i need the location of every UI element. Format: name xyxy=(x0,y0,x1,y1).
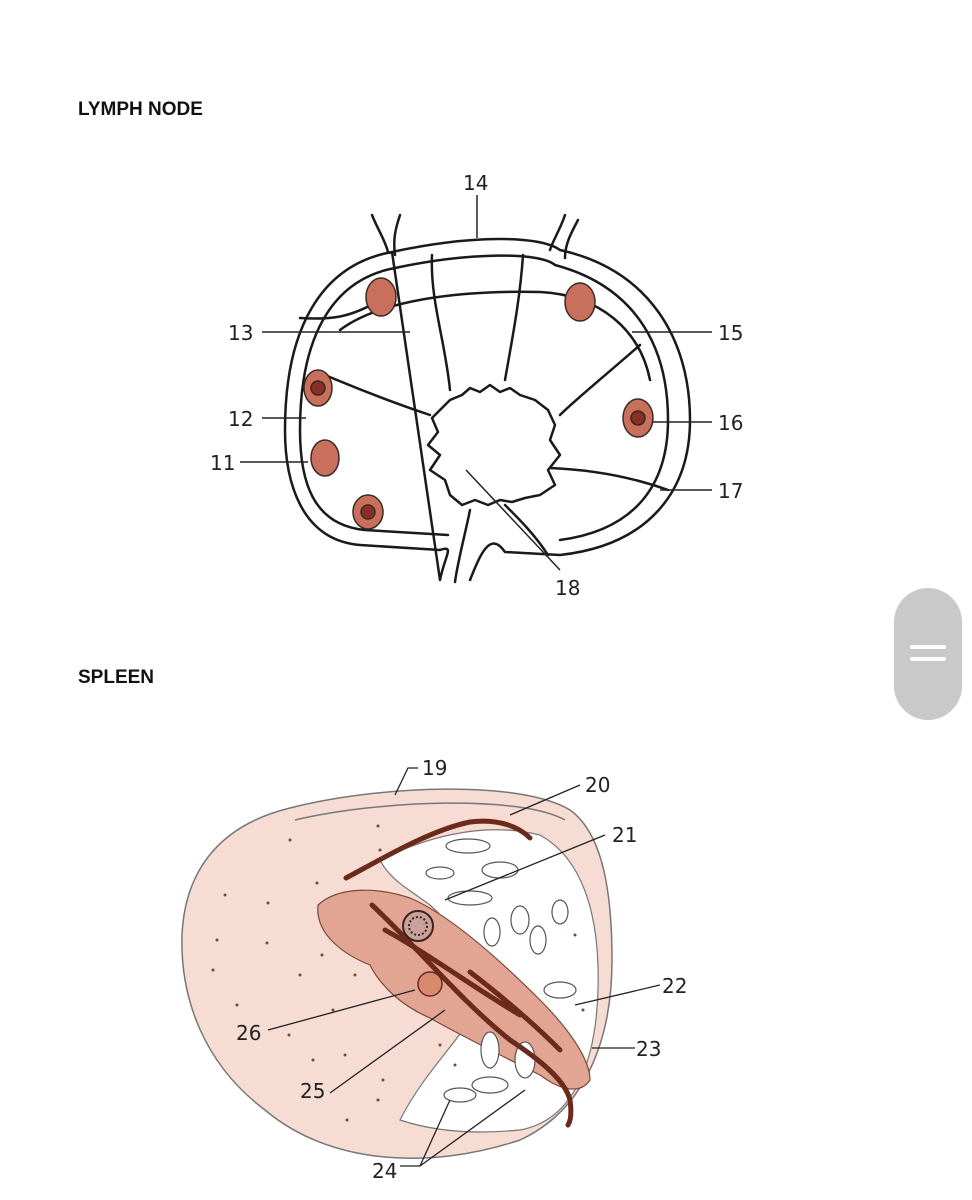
spleen-diagram: 19 20 21 22 23 24 25 26 xyxy=(181,756,687,1183)
afferent-vessel-right xyxy=(548,213,580,260)
follicle xyxy=(365,277,397,317)
scroll-handle[interactable] xyxy=(894,588,962,720)
medulla xyxy=(426,383,562,507)
label-23: 23 xyxy=(636,1037,661,1061)
germinal-center xyxy=(402,910,434,942)
trabecula-2 xyxy=(503,253,525,382)
capsule-outline xyxy=(283,237,692,582)
trabecula-3 xyxy=(316,370,432,417)
lymph-node-diagram: 11 12 13 14 15 16 17 18 xyxy=(210,171,743,600)
label-12: 12 xyxy=(228,407,253,431)
spleen-capsule xyxy=(294,802,566,821)
label-11: 11 xyxy=(210,451,235,475)
label-17: 17 xyxy=(718,479,743,503)
label-15: 15 xyxy=(718,321,743,345)
label-25: 25 xyxy=(300,1079,325,1103)
label-14: 14 xyxy=(463,171,488,195)
label-13: 13 xyxy=(228,321,253,345)
follicle xyxy=(564,282,596,322)
afferent-vessel-left xyxy=(370,213,402,257)
drag-handle-icon xyxy=(910,645,946,649)
follicle xyxy=(310,439,340,477)
label-18: 18 xyxy=(555,576,580,600)
trabecula-4 xyxy=(558,343,642,417)
spleen-title: SPLEEN xyxy=(78,667,155,688)
trabecular-artery xyxy=(343,818,533,881)
label-16: 16 xyxy=(718,411,743,435)
label-26: 26 xyxy=(236,1021,261,1045)
arteriole xyxy=(417,971,443,997)
label-19: 19 xyxy=(422,756,447,780)
central-artery xyxy=(369,902,574,1128)
label-21: 21 xyxy=(612,823,637,847)
label-22: 22 xyxy=(662,974,687,998)
label-20: 20 xyxy=(585,773,610,797)
drag-handle-icon-line xyxy=(910,657,946,661)
lymph-node-title: LYMPH NODE xyxy=(78,99,203,120)
inner-capsule xyxy=(298,254,670,542)
efferent-vessel xyxy=(453,503,550,584)
label-24: 24 xyxy=(372,1159,397,1183)
trabecula-5 xyxy=(548,466,670,492)
trabecula-1 xyxy=(430,253,452,392)
